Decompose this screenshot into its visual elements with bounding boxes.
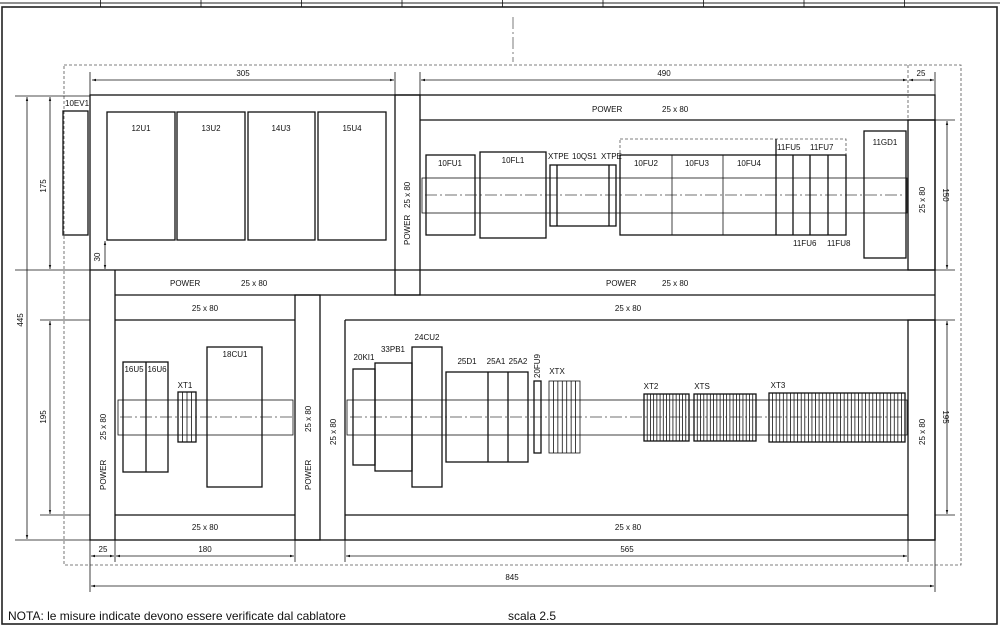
duct-label-size: 25 x 80 [615, 304, 642, 313]
label-10FU4: 10FU4 [737, 159, 762, 168]
label-25A1: 25A1 [487, 357, 506, 366]
component-14U3 [247, 111, 316, 241]
duct-right-bottom [907, 319, 936, 541]
dimension-445: 445 [16, 313, 25, 327]
label-14U3: 14U3 [271, 124, 291, 133]
label-11FU6: 11FU6 [793, 239, 817, 248]
label-12U1: 12U1 [131, 124, 151, 133]
component-12U1 [106, 111, 176, 241]
duct-label-size: 25 x 80 [403, 181, 412, 208]
duct-label-size: 25 x 80 [615, 523, 642, 532]
label-16U6: 16U6 [147, 365, 167, 374]
dimension-180: 180 [198, 545, 212, 554]
dimension-25-top: 25 [917, 69, 926, 78]
dimension-25-bottom: 25 [99, 545, 108, 554]
duct-label-power: POWER [170, 279, 200, 288]
duct-label-size: 25 x 80 [918, 186, 927, 213]
duct-label-size: 25 x 80 [192, 523, 219, 532]
label-10EV1: 10EV1 [65, 99, 90, 108]
label-10FU2: 10FU2 [634, 159, 659, 168]
duct-vertical-center-bottom [294, 294, 321, 541]
label-xtpe-1: XTPE [548, 152, 569, 161]
label-20FU9: 20FU9 [533, 353, 542, 378]
label-33PB1: 33PB1 [381, 345, 406, 354]
component-labels: 10EV1 12U1 13U2 14U3 15U4 10FU1 10FL1 XT… [65, 99, 898, 391]
label-16U5: 16U5 [124, 365, 144, 374]
duct-label-size: 25 x 80 [329, 418, 338, 445]
label-25A2: 25A2 [509, 357, 528, 366]
top-right-components [425, 130, 907, 259]
label-XTX: XTX [549, 367, 565, 376]
label-15U4: 15U4 [342, 124, 362, 133]
dimension-565: 565 [620, 545, 634, 554]
label-XT1: XT1 [178, 381, 193, 390]
duct-label-power: POWER [592, 105, 622, 114]
enclosure-outline [63, 64, 962, 566]
duct-label-size: 25 x 80 [662, 279, 689, 288]
dimension-195-left: 195 [39, 410, 48, 424]
drawing-note: NOTA: le misure indicate devono essere v… [8, 609, 346, 623]
duct-label-size: 25 x 80 [662, 105, 689, 114]
label-11FU7: 11FU7 [810, 143, 834, 152]
duct-labels: POWER 25 x 80 POWER 25 x 80 POWER 25 x 8… [99, 105, 927, 532]
duct-label-power: POWER [99, 460, 108, 490]
dimension-305: 305 [236, 69, 250, 78]
dimension-150: 150 [941, 188, 950, 202]
label-13U2: 13U2 [201, 124, 221, 133]
label-10FU3: 10FU3 [685, 159, 710, 168]
label-XTS: XTS [694, 382, 710, 391]
duct-label-power: POWER [304, 460, 313, 490]
label-18CU1: 18CU1 [223, 350, 248, 359]
bottom-components [122, 346, 906, 488]
duct-label-size: 25 x 80 [304, 405, 313, 432]
dimension-175: 175 [39, 179, 48, 193]
din-rails [117, 177, 908, 436]
component-13U2 [176, 111, 246, 241]
label-xtpe-2: XTPE [601, 152, 622, 161]
label-XT2: XT2 [644, 382, 659, 391]
duct-label-power: POWER [403, 215, 412, 245]
dimension-lines: 305 490 25 175 30 445 195 150 195 25 180… [15, 69, 955, 592]
duct-label-size: 25 x 80 [241, 279, 268, 288]
label-11FU8: 11FU8 [827, 239, 851, 248]
drawing-scale: scala 2.5 [508, 609, 556, 623]
label-20KI1: 20KI1 [354, 353, 375, 362]
label-10FU1: 10FU1 [438, 159, 463, 168]
label-10FL1: 10FL1 [502, 156, 525, 165]
label-11FU5: 11FU5 [777, 143, 801, 152]
label-10QS1: 10QS1 [572, 152, 597, 161]
duct-label-size: 25 x 80 [99, 413, 108, 440]
duct-label-power: POWER [606, 279, 636, 288]
dimension-30: 30 [93, 252, 102, 261]
panel-structure [62, 65, 936, 541]
dimension-195-right: 195 [941, 410, 950, 424]
component-15U4 [317, 111, 387, 241]
dimension-845: 845 [505, 573, 519, 582]
dimension-490: 490 [657, 69, 671, 78]
label-11GD1: 11GD1 [873, 138, 898, 147]
label-25D1: 25D1 [457, 357, 477, 366]
label-XT3: XT3 [771, 381, 786, 390]
duct-label-size: 25 x 80 [918, 418, 927, 445]
component-10EV1 [62, 110, 89, 236]
label-24CU2: 24CU2 [415, 333, 440, 342]
duct-label-size: 25 x 80 [192, 304, 219, 313]
